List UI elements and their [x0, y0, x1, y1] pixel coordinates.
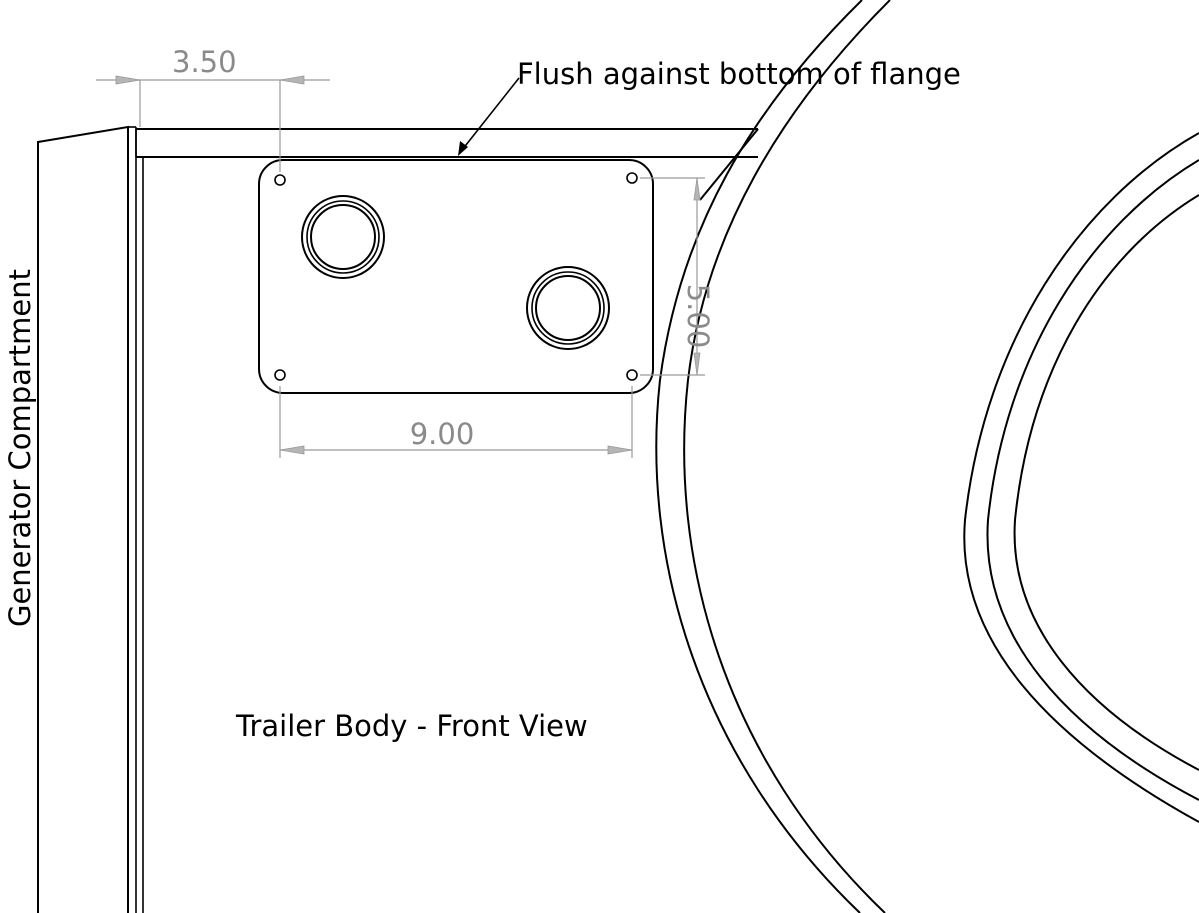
- mounting-hole-bottom-left: [274, 369, 286, 381]
- fitting-left: [301, 195, 385, 279]
- dimension-9-00-text: 9.00: [410, 417, 475, 451]
- side-label: Generator Compartment: [3, 269, 37, 627]
- fitting-right: [526, 266, 610, 350]
- leader-note-text: Flush against bottom of flange: [517, 57, 961, 91]
- view-title: Trailer Body - Front View: [235, 709, 588, 743]
- dimension-5-00: 5.00: [640, 177, 715, 376]
- top-flange: [135, 128, 758, 158]
- dimension-3-50-text: 3.50: [172, 45, 237, 79]
- wheel-fender: [655, 0, 1199, 913]
- generator-compartment-wall: [37, 125, 144, 913]
- mounting-hole-top-right: [626, 172, 638, 184]
- leader-note: Flush against bottom of flange: [458, 57, 961, 156]
- dimension-5-00-text: 5.00: [681, 284, 715, 349]
- dimension-9-00: 9.00: [279, 386, 633, 458]
- mounting-hole-bottom-right: [626, 369, 638, 381]
- mounting-plate: [258, 159, 654, 394]
- dimension-3-50: 3.50: [96, 45, 330, 172]
- mounting-hole-top-left: [274, 174, 286, 186]
